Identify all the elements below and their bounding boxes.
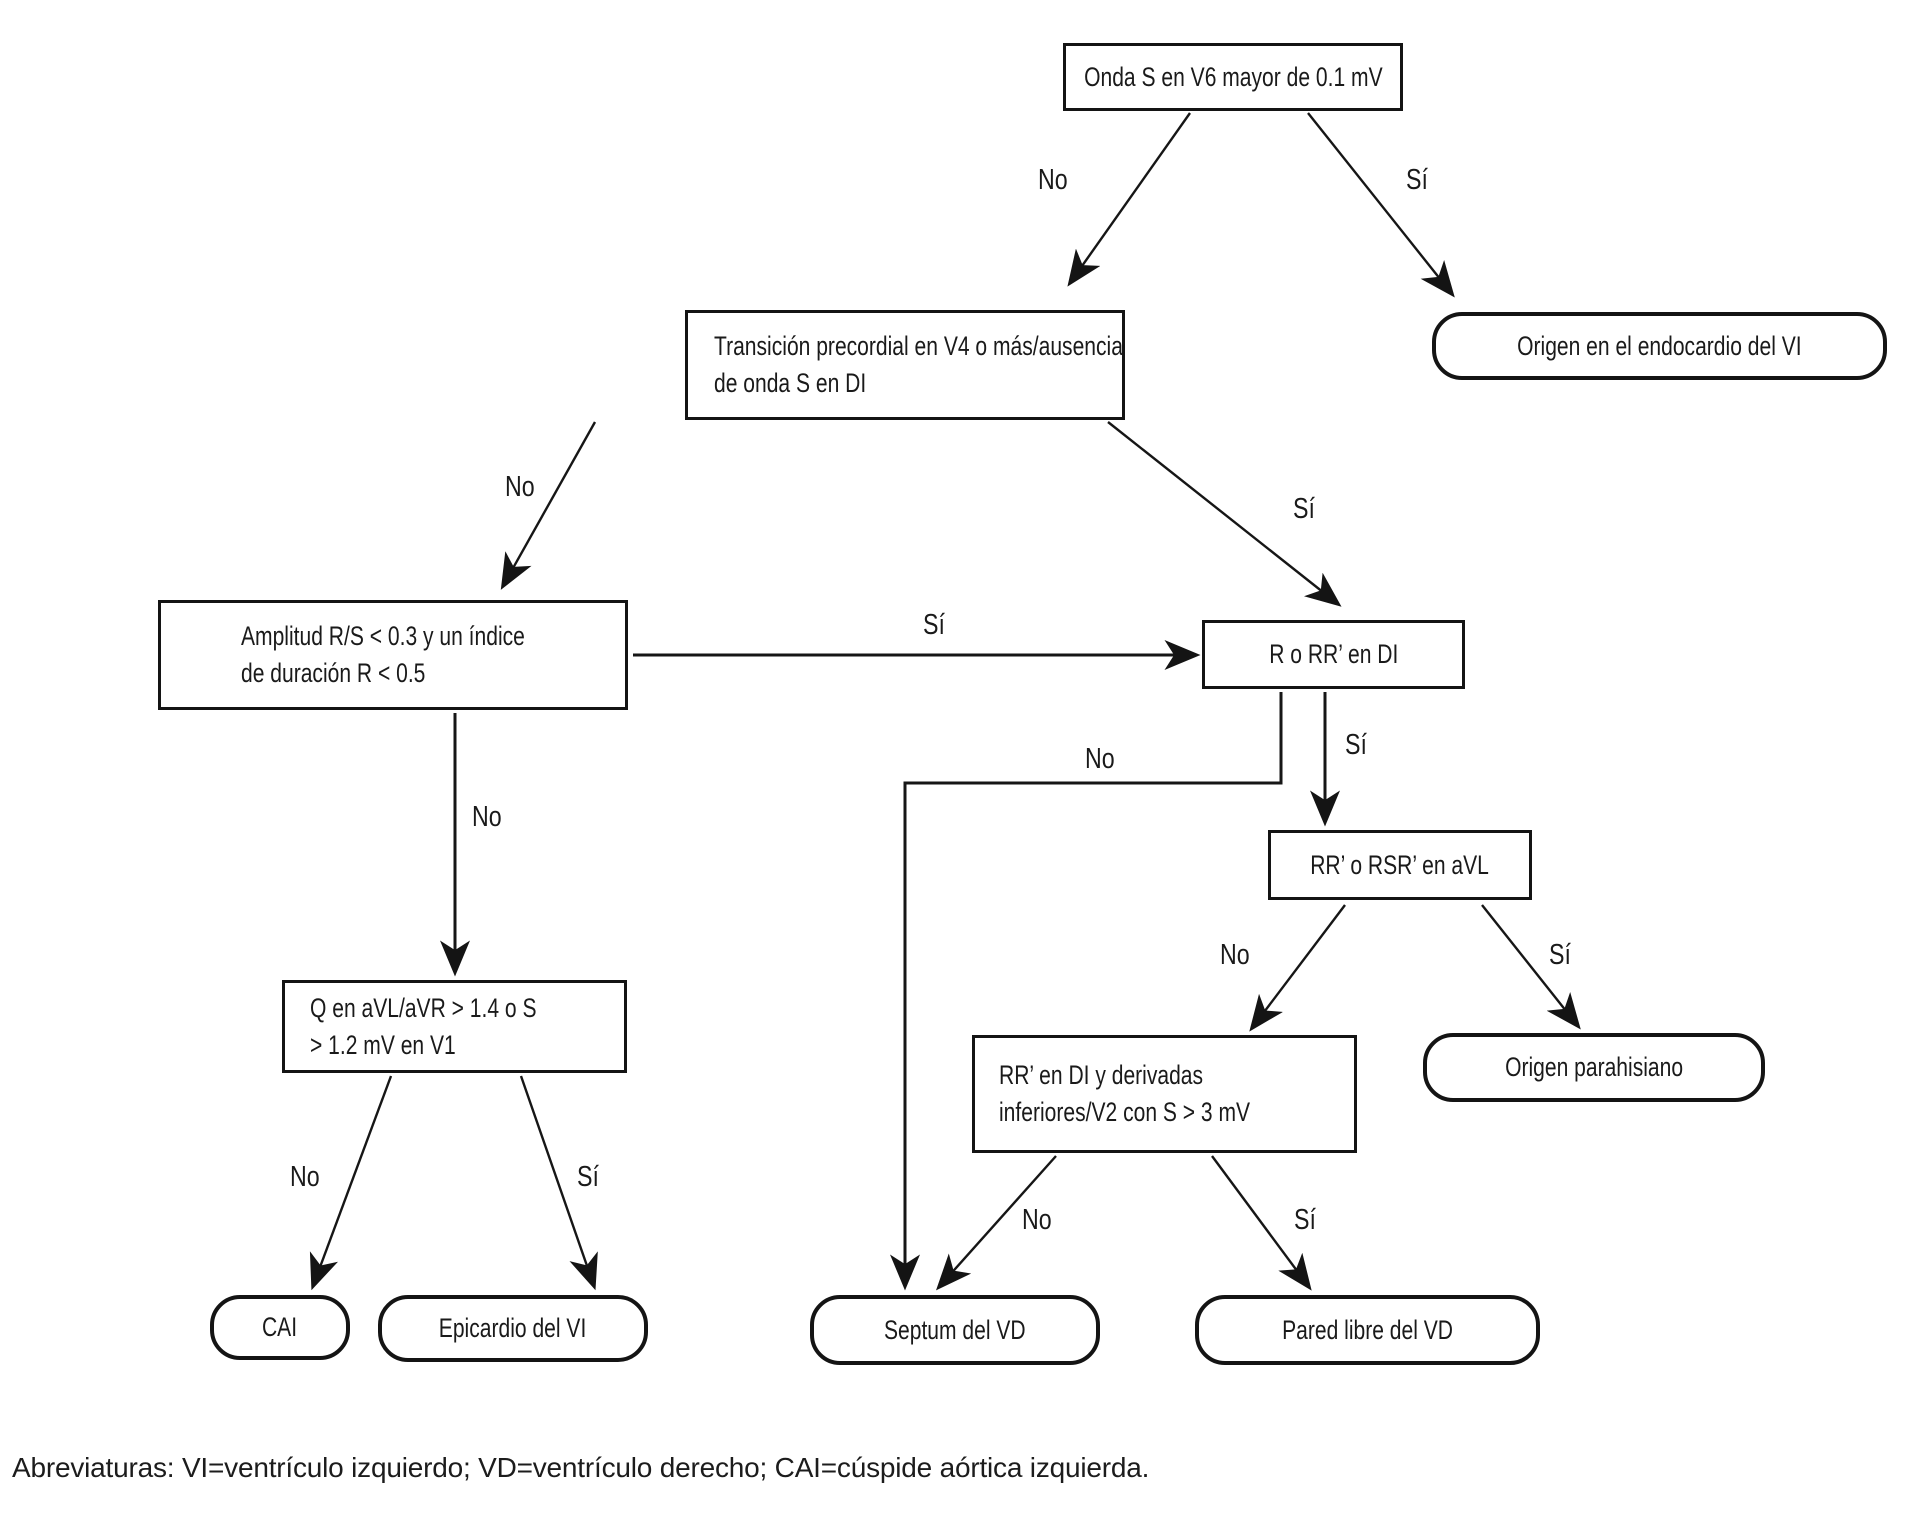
- node-label: Pared libre del VD: [1282, 1314, 1453, 1345]
- edge-label-no: No: [505, 471, 535, 503]
- node-epicardio-vi: Epicardio del VI: [378, 1295, 648, 1362]
- edge-label-si: Sí: [1406, 164, 1428, 196]
- node-origen-endocardio-vi: Origen en el endocardio del VI: [1432, 312, 1887, 380]
- edge-onda-s-si: [1307, 112, 1455, 298]
- edge-q-avl-no: [309, 1075, 393, 1291]
- edge-label-no: No: [1085, 743, 1115, 775]
- node-label: R o RR’ en DI: [1268, 639, 1399, 669]
- edge-label-si: Sí: [923, 609, 945, 641]
- edge-label-si: Sí: [1549, 939, 1571, 971]
- node-q-en-avl-avr: Q en aVL/aVR > 1.4 o S > 1.2 mV en V1: [282, 980, 627, 1073]
- abbreviations-footnote: Abreviaturas: VI=ventrículo izquierdo; V…: [12, 1452, 1150, 1483]
- edge-onda-s-no: [1067, 112, 1191, 287]
- edge-rsr-avl-no: [1249, 904, 1346, 1032]
- node-label: Origen parahisiano: [1505, 1052, 1683, 1082]
- edge-label-si: Sí: [1294, 1204, 1316, 1236]
- node-label-line: RR’ en DI y derivadas: [999, 1060, 1204, 1090]
- edge-rsr-avl-si: [1481, 904, 1581, 1030]
- node-cai: CAI: [210, 1295, 350, 1360]
- edge-transicion-si: [1107, 421, 1342, 607]
- node-label-line: inferiores/V2 con S > 3 mV: [999, 1097, 1251, 1127]
- node-label: RR’ o RSR’ en aVL: [1310, 849, 1490, 880]
- edge-r-rr-di-no: [890, 692, 1283, 1291]
- edge-label-si: Sí: [577, 1161, 599, 1193]
- node-label-line: Transición precordial en V4 o más/ausenc…: [714, 331, 1123, 361]
- node-transicion-precordial: Transición precordial en V4 o más/ausenc…: [685, 310, 1125, 420]
- node-amplitud-rs: Amplitud R/S < 0.3 y un índice de duraci…: [158, 600, 628, 710]
- node-label-line: de onda S en DI: [714, 368, 867, 398]
- edge-label-no: No: [290, 1161, 320, 1193]
- node-label-line: > 1.2 mV en V1: [310, 1029, 456, 1060]
- node-r-o-rr-en-di: R o RR’ en DI: [1202, 620, 1465, 689]
- edge-q-avl-si: [519, 1075, 598, 1291]
- node-label: Origen en el endocardio del VI: [1517, 330, 1802, 361]
- edge-label-no: No: [1220, 939, 1250, 971]
- node-label: Epicardio del VI: [439, 1313, 587, 1343]
- node-onda-s-v6: Onda S en V6 mayor de 0.1 mV: [1063, 43, 1403, 111]
- node-label-line: Amplitud R/S < 0.3 y un índice: [241, 621, 525, 651]
- edge-label-no: No: [1038, 164, 1068, 196]
- edge-rr-derivadas-no: [936, 1155, 1057, 1291]
- node-label-line: de duración R < 0.5: [241, 658, 426, 688]
- node-label: Septum del VD: [884, 1314, 1026, 1345]
- edge-label-no: No: [472, 801, 502, 833]
- edge-label-si: Sí: [1293, 493, 1315, 525]
- edge-rr-derivadas-si: [1211, 1155, 1312, 1291]
- edge-label-si: Sí: [1345, 729, 1367, 761]
- node-septum-vd: Septum del VD: [810, 1295, 1100, 1365]
- edge-label-no: No: [1022, 1204, 1052, 1236]
- node-label: Onda S en V6 mayor de 0.1 mV: [1083, 61, 1383, 92]
- node-rr-di-derivadas: RR’ en DI y derivadas inferiores/V2 con …: [972, 1035, 1357, 1153]
- edge-transicion-no: [500, 421, 597, 590]
- node-label-line: Q en aVL/aVR > 1.4 o S: [310, 992, 537, 1023]
- node-label: CAI: [262, 1312, 298, 1342]
- node-origen-parahisiano: Origen parahisiano: [1423, 1033, 1765, 1102]
- node-rr-o-rsr-en-avl: RR’ o RSR’ en aVL: [1268, 830, 1532, 900]
- node-pared-libre-vd: Pared libre del VD: [1195, 1295, 1540, 1365]
